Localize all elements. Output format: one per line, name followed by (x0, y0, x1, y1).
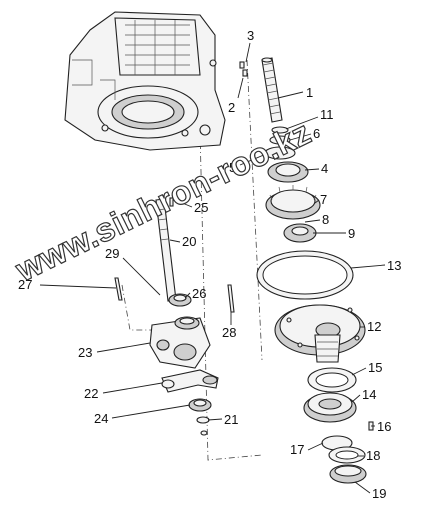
callout-19: 19 (372, 486, 386, 501)
gearbox-housing (64, 11, 226, 151)
gear-part-7 (265, 185, 321, 220)
callout-2: 2 (228, 100, 235, 115)
gear-part-4 (267, 161, 309, 183)
gear-part-24 (188, 398, 212, 412)
cover-part-12 (274, 304, 366, 363)
callout-26: 26 (192, 286, 206, 301)
callout-15: 15 (368, 360, 382, 375)
seal-rings-parts-17-18-19 (321, 435, 367, 484)
callout-16: 16 (377, 419, 391, 434)
callout-5: 5 (229, 160, 236, 175)
callout-9: 9 (348, 226, 355, 241)
callout-labels: 3 2 1 11 6 5 4 7 8 9 13 12 15 14 16 17 1… (18, 28, 401, 501)
shaft-part-1 (261, 57, 283, 123)
callout-29: 29 (105, 246, 119, 261)
pin-parts-2-3 (239, 61, 248, 77)
gasket-part-15 (307, 367, 357, 393)
callout-12: 12 (367, 319, 381, 334)
callout-3: 3 (247, 28, 254, 43)
callout-6: 6 (313, 126, 320, 141)
callout-25: 25 (194, 200, 208, 215)
shaft-part-20 (155, 198, 177, 302)
lever-part-22 (161, 369, 219, 393)
callout-8: 8 (322, 212, 329, 227)
flange-part-14 (303, 392, 357, 423)
callout-11: 11 (320, 107, 334, 122)
bearing-part-9 (283, 223, 317, 243)
rings-parts-11-6-5 (264, 126, 296, 160)
callout-13: 13 (387, 258, 401, 273)
pin-part-25 (169, 197, 174, 207)
callout-21: 21 (224, 412, 238, 427)
callout-22: 22 (84, 386, 98, 401)
callout-28: 28 (222, 325, 236, 340)
callout-27: 27 (18, 277, 32, 292)
callout-1: 1 (306, 85, 313, 100)
callout-4: 4 (321, 161, 328, 176)
rod-part-27 (114, 277, 123, 301)
callout-17: 17 (290, 442, 304, 457)
callout-14: 14 (362, 387, 376, 402)
washer-part-21 (196, 416, 210, 436)
gasket-part-13 (256, 250, 354, 300)
callout-24: 24 (94, 411, 108, 426)
callout-18: 18 (366, 448, 380, 463)
callout-7: 7 (320, 192, 327, 207)
leader-lines (39, 42, 386, 494)
assembly-axis-lines (121, 59, 263, 461)
rod-part-28 (227, 284, 235, 313)
fork-housing-part-23 (149, 316, 211, 369)
callout-23: 23 (78, 345, 92, 360)
callout-20: 20 (182, 234, 196, 249)
